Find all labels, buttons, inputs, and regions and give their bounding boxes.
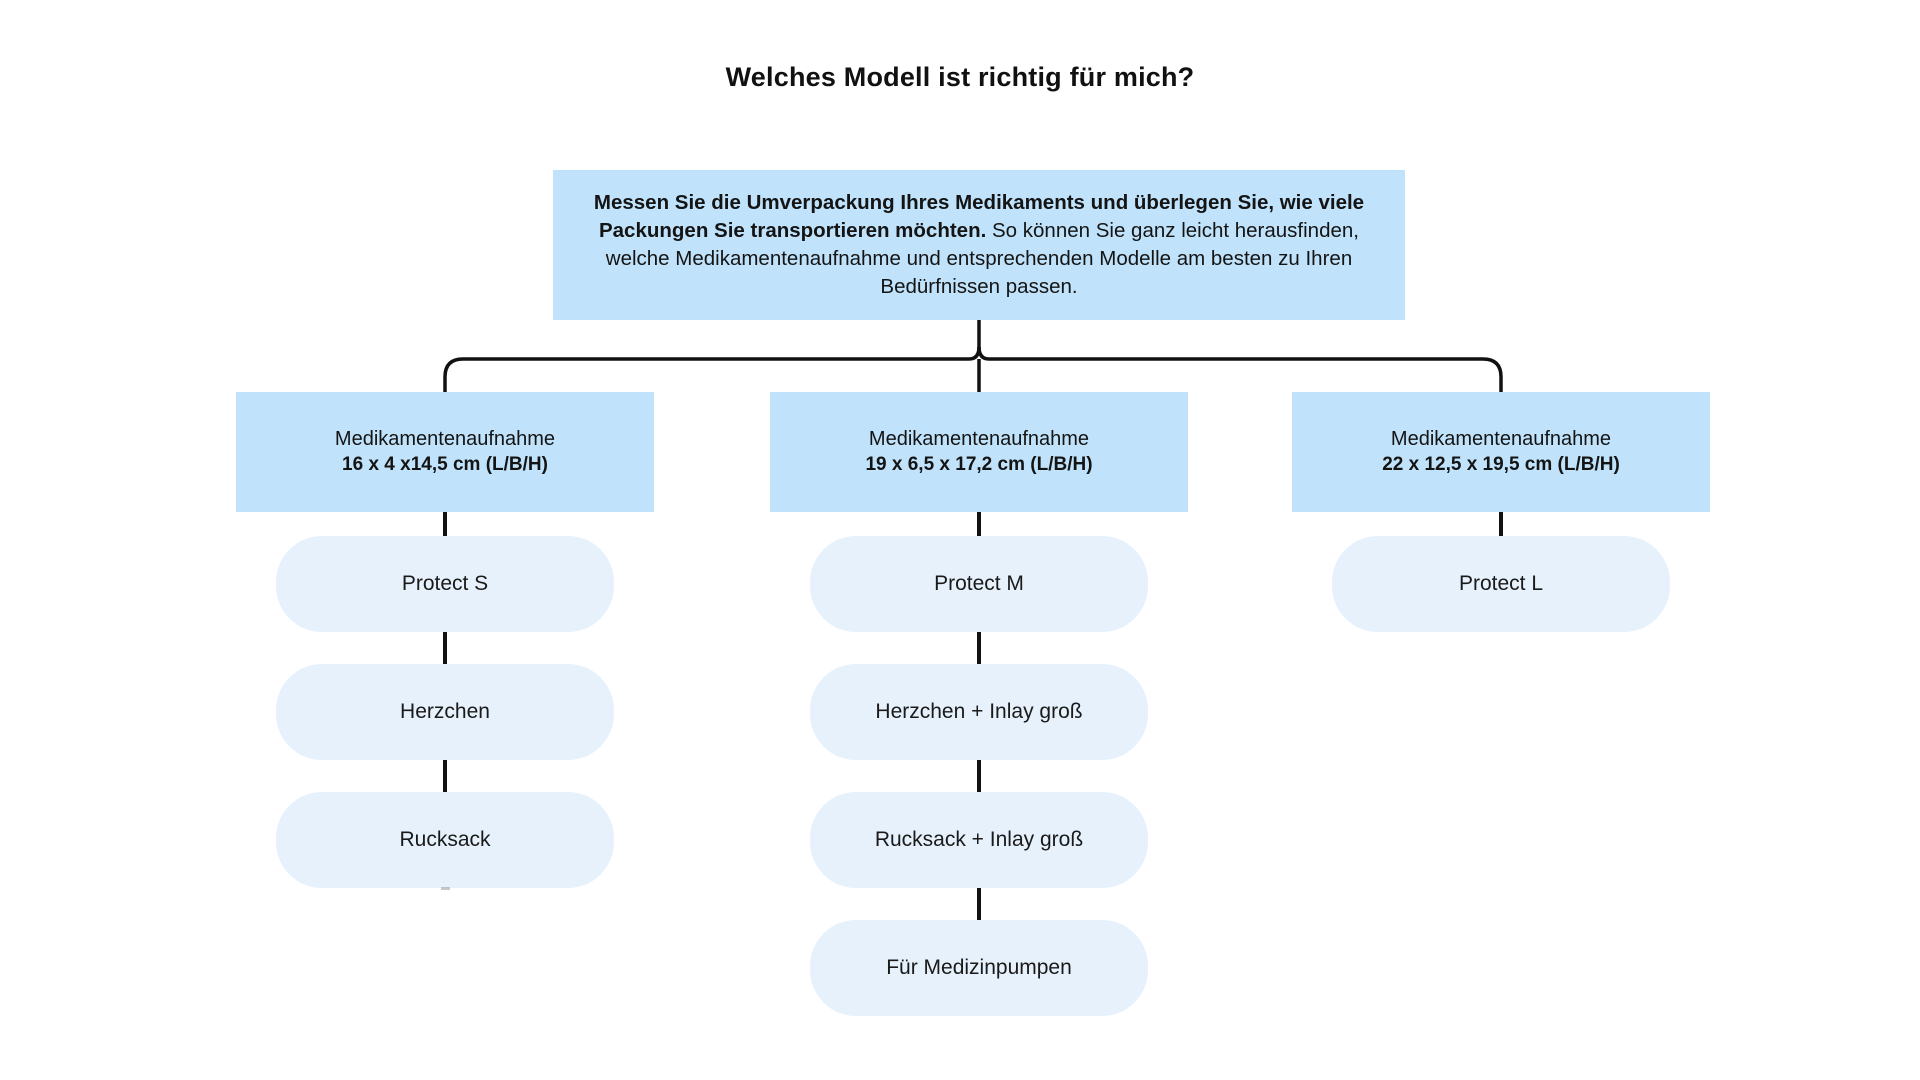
pill-rucksack-inlay-gross: Rucksack + Inlay groß: [810, 792, 1148, 888]
header-dimensions: 22 x 12,5 x 19,5 cm (L/B/H): [1382, 454, 1620, 475]
pill-protect-l: Protect L: [1332, 536, 1670, 632]
page-title: Welches Modell ist richtig für mich?: [725, 62, 1195, 92]
connector-stub: [977, 632, 981, 664]
header-title: Medikamentenaufnahme: [334, 428, 556, 450]
intro-box: Messen Sie die Umverpackung Ihres Medika…: [553, 170, 1405, 320]
connector-stub: [443, 632, 447, 664]
pill-rucksack: Rucksack: [276, 792, 614, 888]
header-title: Medikamentenaufnahme: [868, 428, 1090, 450]
intro-text-rest: So können Sie ganz leicht herausfinden, …: [605, 219, 1359, 298]
pill-fuer-medizinpumpen: Für Medizinpumpen: [810, 920, 1148, 1016]
header-dimensions: 16 x 4 x14,5 cm (L/B/H): [342, 454, 548, 475]
stray-line-mark: [441, 887, 450, 890]
header-title: Medikamentenaufnahme: [1390, 428, 1612, 450]
header-box-medium: Medikamentenaufnahme 19 x 6,5 x 17,2 cm …: [770, 392, 1188, 512]
connector-stub: [443, 760, 447, 792]
pill-protect-s: Protect S: [276, 536, 614, 632]
connector-stub: [1499, 512, 1503, 536]
header-box-large: Medikamentenaufnahme 22 x 12,5 x 19,5 cm…: [1292, 392, 1710, 512]
connector-stub: [443, 512, 447, 536]
header-dimensions: 19 x 6,5 x 17,2 cm (L/B/H): [865, 454, 1093, 475]
intro-text-bold: Messen Sie die Umverpackung Ihres Medika…: [593, 191, 1365, 242]
connector-stub: [977, 888, 981, 920]
pill-herzchen: Herzchen: [276, 664, 614, 760]
connector-stub: [977, 512, 981, 536]
pill-herzchen-inlay-gross: Herzchen + Inlay groß: [810, 664, 1148, 760]
header-box-small: Medikamentenaufnahme 16 x 4 x14,5 cm (L/…: [236, 392, 654, 512]
pill-protect-m: Protect M: [810, 536, 1148, 632]
connector-stub: [977, 760, 981, 792]
intro-text: Messen Sie die Umverpackung Ihres Medika…: [579, 189, 1379, 301]
